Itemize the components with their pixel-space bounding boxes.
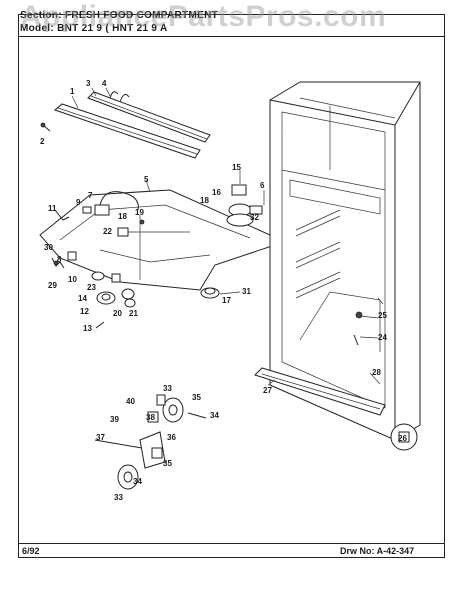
part-14-12-dial	[96, 291, 116, 305]
label-part-11: 11	[48, 204, 57, 213]
label-part-27: 27	[263, 386, 272, 395]
label-part-26: 26	[398, 434, 407, 443]
part-7-thermostat	[94, 191, 139, 216]
footer-divider	[18, 543, 445, 544]
label-part-9: 9	[76, 198, 81, 207]
part-27-grille	[254, 367, 386, 416]
label-part-13: 13	[83, 324, 92, 333]
part-23-bracket	[111, 273, 121, 283]
label-part-2: 2	[40, 137, 45, 146]
label-part-31: 31	[242, 287, 251, 296]
part-1-trim-strip	[54, 103, 201, 159]
label-part-17: 17	[222, 296, 231, 305]
footer-date: 6/92	[22, 546, 40, 556]
part-10-knob	[91, 271, 105, 281]
diagram-frame	[18, 14, 445, 558]
part-24-screw	[353, 334, 359, 346]
label-part-28: 28	[372, 368, 381, 377]
part-11-clip	[54, 209, 70, 221]
label-part-38: 38	[146, 413, 155, 422]
label-part-18b: 18	[118, 212, 127, 221]
part-20-21-knob	[121, 288, 136, 308]
label-part-19: 19	[135, 208, 144, 217]
part-3-4-rail	[87, 91, 211, 143]
label-part-16: 16	[212, 188, 221, 197]
part-number-labels: 1 2 3 4 5 6 7 8 9 10 11 12 13 14 15 16 1…	[40, 79, 407, 502]
label-part-21: 21	[129, 309, 138, 318]
label-part-15: 15	[232, 163, 241, 172]
label-part-10: 10	[68, 275, 77, 284]
label-part-6: 6	[260, 181, 265, 190]
part-8-bulb-socket	[67, 251, 77, 261]
label-part-20: 20	[113, 309, 122, 318]
label-part-23: 23	[87, 283, 96, 292]
part-26-leveler	[390, 423, 418, 451]
label-part-24: 24	[378, 333, 387, 342]
refrigerator-cabinet	[269, 81, 421, 441]
label-part-4: 4	[102, 79, 107, 88]
part-29-30-damper	[51, 257, 65, 269]
part-2-screw	[40, 122, 51, 132]
part-19-screw	[139, 219, 145, 225]
label-part-34b: 34	[133, 477, 142, 486]
label-part-39: 39	[110, 415, 119, 424]
label-part-8: 8	[57, 255, 62, 264]
label-part-29: 29	[48, 281, 57, 290]
section-title: Section: FRESH FOOD COMPARTMENT	[20, 10, 219, 21]
model-title: Model: BNT 21 9 ( HNT 21 9 A	[20, 23, 168, 34]
roller-assembly-upper	[147, 394, 207, 423]
label-part-7: 7	[88, 191, 93, 200]
leader-lines	[71, 87, 384, 386]
label-part-40: 40	[126, 397, 135, 406]
part-9-bracket	[82, 206, 92, 214]
label-part-35b: 35	[163, 459, 172, 468]
label-part-34a: 34	[210, 411, 219, 420]
label-part-14: 14	[78, 294, 87, 303]
part-17-31-cap	[200, 287, 220, 299]
footer-drawing-number: Drw No: A-42-347	[340, 546, 415, 556]
label-part-30: 30	[44, 243, 53, 252]
label-part-35a: 35	[192, 393, 201, 402]
label-part-37: 37	[96, 433, 105, 442]
label-part-12: 12	[80, 307, 89, 316]
label-part-36: 36	[167, 433, 176, 442]
part-25-screw	[355, 311, 363, 319]
label-part-32: 32	[250, 213, 259, 222]
label-part-5: 5	[144, 175, 149, 184]
label-part-33b: 33	[114, 493, 123, 502]
part-13-screw	[95, 321, 105, 329]
label-part-18a: 18	[200, 196, 209, 205]
label-part-22: 22	[103, 227, 112, 236]
label-part-1: 1	[70, 87, 75, 96]
label-part-3: 3	[86, 79, 91, 88]
part-15-16-fan-motor	[226, 184, 263, 227]
part-22-switch	[117, 227, 129, 237]
header-divider	[18, 36, 445, 37]
label-part-33a: 33	[163, 384, 172, 393]
label-part-25: 25	[378, 311, 387, 320]
roller-assembly-lower	[94, 431, 166, 490]
